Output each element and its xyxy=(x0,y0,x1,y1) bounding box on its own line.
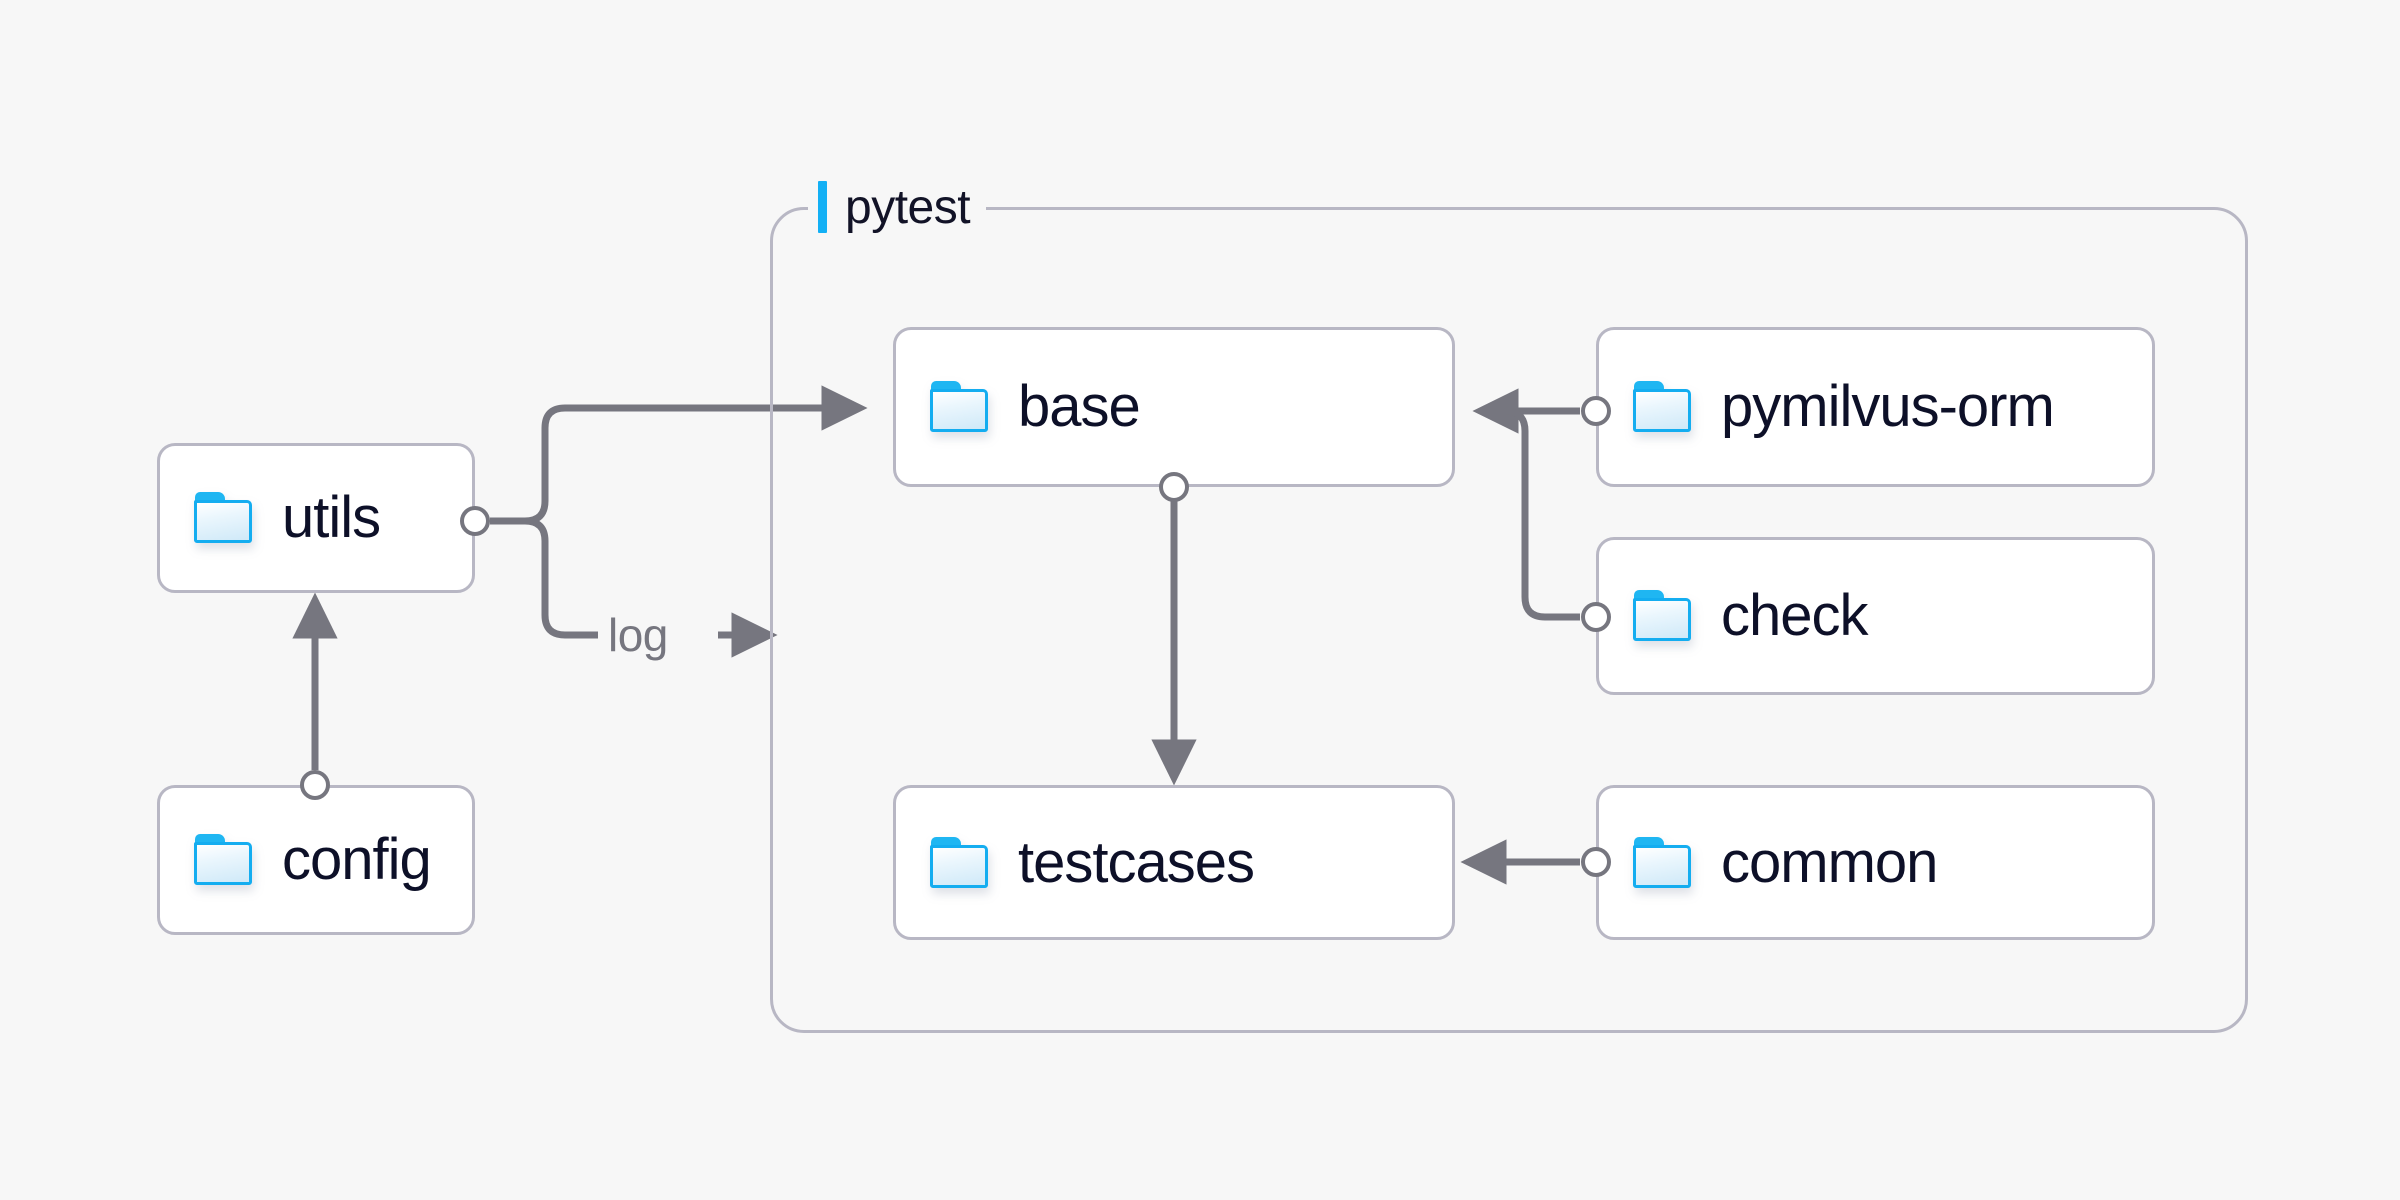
node-base-label: base xyxy=(1018,374,1141,439)
node-testcases-label: testcases xyxy=(1018,829,1255,895)
folder-icon xyxy=(930,381,992,433)
accent-bar-icon xyxy=(818,181,827,233)
node-testcases[interactable]: testcases xyxy=(893,785,1455,940)
node-common[interactable]: common xyxy=(1596,785,2155,940)
port-config-top[interactable] xyxy=(300,770,330,800)
node-config-label: config xyxy=(282,827,432,892)
node-check-label: check xyxy=(1721,583,1869,648)
edge-label-log: log xyxy=(598,612,678,658)
node-pymilvus-orm[interactable]: pymilvus-orm xyxy=(1596,327,2155,487)
port-base-bottom[interactable] xyxy=(1159,472,1189,502)
port-check-left[interactable] xyxy=(1581,602,1611,632)
group-pytest[interactable] xyxy=(770,207,2248,1033)
group-pytest-label: pytest xyxy=(808,176,987,238)
node-utils-label: utils xyxy=(282,485,381,550)
folder-icon xyxy=(194,834,256,886)
folder-icon xyxy=(1633,381,1695,433)
port-pymilvus-orm-left[interactable] xyxy=(1581,396,1611,426)
port-utils-right[interactable] xyxy=(460,506,490,536)
node-base[interactable]: base xyxy=(893,327,1455,487)
folder-icon xyxy=(930,836,992,889)
port-common-left[interactable] xyxy=(1581,847,1611,877)
node-common-label: common xyxy=(1721,829,1938,895)
node-config[interactable]: config xyxy=(157,785,475,935)
group-pytest-label-text: pytest xyxy=(845,180,971,234)
folder-icon xyxy=(1633,836,1695,889)
node-check[interactable]: check xyxy=(1596,537,2155,695)
folder-icon xyxy=(1633,590,1695,642)
node-pymilvus-orm-label: pymilvus-orm xyxy=(1721,374,2055,439)
node-utils[interactable]: utils xyxy=(157,443,475,593)
edge-utils-log-stub xyxy=(524,517,600,639)
folder-icon xyxy=(194,492,256,544)
